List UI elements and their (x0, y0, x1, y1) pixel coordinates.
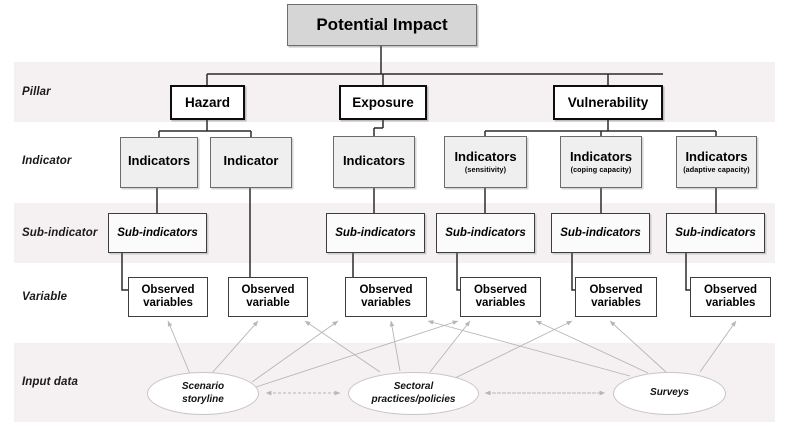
indicator-node-vulnerability-sensitivity[interactable]: Indicators (sensitivity) (444, 136, 527, 188)
root-node-potential-impact[interactable]: Potential Impact (287, 4, 477, 46)
indicator-node-exposure-1[interactable]: Indicators (333, 136, 415, 188)
sub-indicator-label: Sub-indicators (117, 226, 198, 239)
input-source-surveys[interactable]: Surveys (613, 372, 726, 415)
input-source-line1: Scenario (181, 381, 225, 392)
sub-indicator-label: Sub-indicators (675, 226, 756, 239)
tier-label-variable: Variable (22, 291, 68, 303)
sub-indicator-node-2[interactable]: Sub-indicators (326, 213, 425, 253)
tier-label-sub-indicator: Sub-indicator (22, 227, 98, 239)
pillar-node-hazard[interactable]: Hazard (170, 85, 245, 120)
sub-indicator-label: Sub-indicators (560, 226, 641, 239)
sub-indicator-label: Sub-indicators (445, 226, 526, 239)
indicator-label: Indicator (223, 153, 279, 169)
indicator-qualifier: (coping capacity) (570, 165, 632, 175)
variable-label-line1: Observed (141, 284, 195, 297)
sub-indicator-node-3[interactable]: Sub-indicators (436, 213, 535, 253)
indicator-node-vulnerability-adaptive-capacity[interactable]: Indicators (adaptive capacity) (676, 136, 757, 188)
input-source-line1: Sectoral (393, 381, 434, 392)
sub-indicator-node-4[interactable]: Sub-indicators (551, 213, 650, 253)
input-source-line1: Surveys (650, 387, 689, 399)
variable-label-line1: Observed (241, 284, 295, 297)
variable-label-line2: variables (591, 297, 641, 309)
pillar-label: Exposure (352, 94, 414, 110)
indicator-label: Indicators (127, 153, 191, 169)
pillar-node-exposure[interactable]: Exposure (339, 85, 427, 120)
variable-label-line1: Observed (359, 284, 413, 297)
indicator-node-hazard-2[interactable]: Indicator (210, 137, 292, 188)
input-source-line2: storyline (182, 393, 224, 405)
pillar-label: Hazard (184, 94, 230, 110)
indicator-node-vulnerability-coping-capacity[interactable]: Indicators (coping capacity) (560, 136, 642, 188)
indicator-label: Indicators (685, 148, 748, 164)
variable-node-3[interactable]: Observed variables (345, 277, 427, 317)
input-source-label: Sectoral practices/policies (372, 381, 456, 406)
tier-label-pillar: Pillar (22, 86, 51, 98)
indicator-label: Indicators (342, 152, 406, 168)
variable-node-5[interactable]: Observed variables (575, 277, 657, 317)
variable-label-line1: Observed (473, 284, 528, 297)
indicator-label: Indicators (569, 148, 633, 164)
variable-label-line1: Observed (703, 284, 758, 297)
variable-label-line1: Observed (589, 284, 643, 297)
tier-label-indicator: Indicator (22, 155, 72, 167)
variable-node-6[interactable]: Observed variables (690, 277, 771, 317)
input-source-line2: practices/policies (371, 393, 456, 405)
variable-label-line2: variables (475, 297, 526, 309)
input-source-label: Surveys (650, 387, 689, 400)
sub-indicator-node-5[interactable]: Sub-indicators (666, 213, 765, 253)
root-node-label: Potential Impact (316, 15, 448, 35)
variable-label-line2: variables (705, 297, 756, 309)
pillar-node-vulnerability[interactable]: Vulnerability (553, 85, 663, 120)
input-source-sectoral-practices-policies[interactable]: Sectoral practices/policies (348, 372, 479, 415)
variable-node-2[interactable]: Observed variable (228, 277, 308, 317)
variable-node-4[interactable]: Observed variables (460, 277, 541, 317)
variable-label-line2: variables (361, 297, 411, 309)
indicator-label: Indicators (454, 148, 517, 164)
input-source-label: Scenario storyline (182, 381, 224, 406)
variable-label-line2: variables (143, 297, 193, 309)
variable-label-line2: variable (246, 297, 290, 309)
indicator-qualifier: (adaptive capacity) (683, 165, 750, 175)
sub-indicator-label: Sub-indicators (335, 226, 416, 239)
tier-label-input-data: Input data (22, 376, 78, 388)
input-source-scenario-storyline[interactable]: Scenario storyline (147, 372, 259, 415)
sub-indicator-node-1[interactable]: Sub-indicators (108, 213, 207, 253)
indicator-node-hazard-1[interactable]: Indicators (120, 137, 198, 188)
pillar-label: Vulnerability (567, 94, 649, 110)
indicator-qualifier: (sensitivity) (464, 165, 507, 175)
variable-node-1[interactable]: Observed variables (128, 277, 208, 317)
